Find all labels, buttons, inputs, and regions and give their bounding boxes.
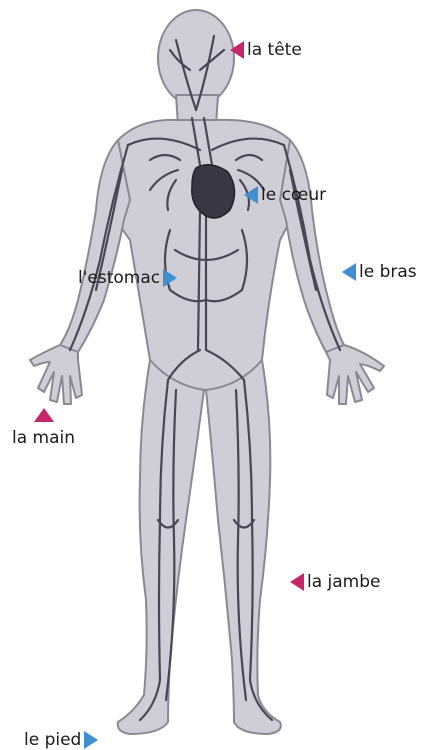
pink-triangle-marker-icon (230, 41, 244, 59)
label-head-text: la tête (247, 40, 302, 60)
blue-triangle-marker-icon (244, 186, 258, 204)
label-stomach-text: l'estomac (78, 268, 160, 288)
label-foot-text: le pied (24, 730, 81, 750)
label-head: la tête (230, 40, 302, 60)
label-hand: la main (12, 408, 75, 448)
heart-organ (192, 165, 235, 218)
pink-triangle-marker-icon (290, 573, 304, 591)
label-heart: le cœur (244, 185, 326, 205)
label-stomach: l'estomac (78, 268, 177, 288)
label-arm-text: le bras (359, 262, 417, 282)
label-arm: le bras (342, 262, 417, 282)
blue-triangle-marker-icon (342, 263, 356, 281)
blue-triangle-marker-icon (84, 731, 98, 749)
label-foot: le pied (24, 730, 98, 750)
body-silhouette (30, 10, 384, 734)
label-heart-text: le cœur (261, 185, 326, 205)
pink-triangle-marker-icon (34, 408, 54, 422)
label-leg: la jambe (290, 572, 381, 592)
label-hand-text: la main (12, 428, 75, 448)
label-leg-text: la jambe (307, 572, 381, 592)
blue-triangle-marker-icon (163, 269, 177, 287)
